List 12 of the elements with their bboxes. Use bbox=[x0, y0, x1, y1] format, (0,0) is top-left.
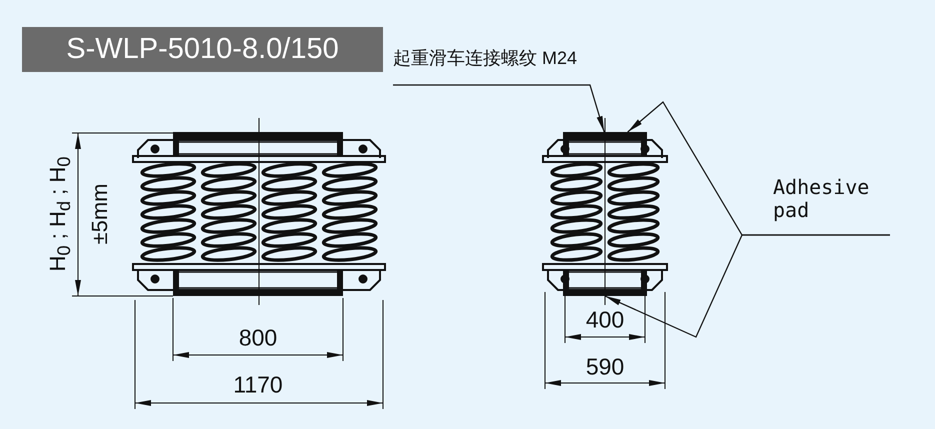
leader-line bbox=[604, 234, 890, 338]
adhesive-pad bbox=[563, 290, 647, 296]
dimension-label: 400 bbox=[586, 306, 624, 334]
title: S-WLP-5010-8.0/150 bbox=[22, 27, 383, 72]
callout-text: Adhesive pad bbox=[773, 175, 870, 222]
dimension-label: 1170 bbox=[233, 372, 283, 398]
adhesive-pad bbox=[563, 132, 647, 140]
callout-text: 起重滑车连接螺纹 M24 bbox=[393, 48, 578, 68]
dimension-label: 800 bbox=[238, 324, 278, 352]
dimension-label: ±5mm bbox=[87, 184, 113, 244]
leader-line bbox=[393, 84, 605, 132]
dimension-label: 590 bbox=[586, 354, 624, 380]
